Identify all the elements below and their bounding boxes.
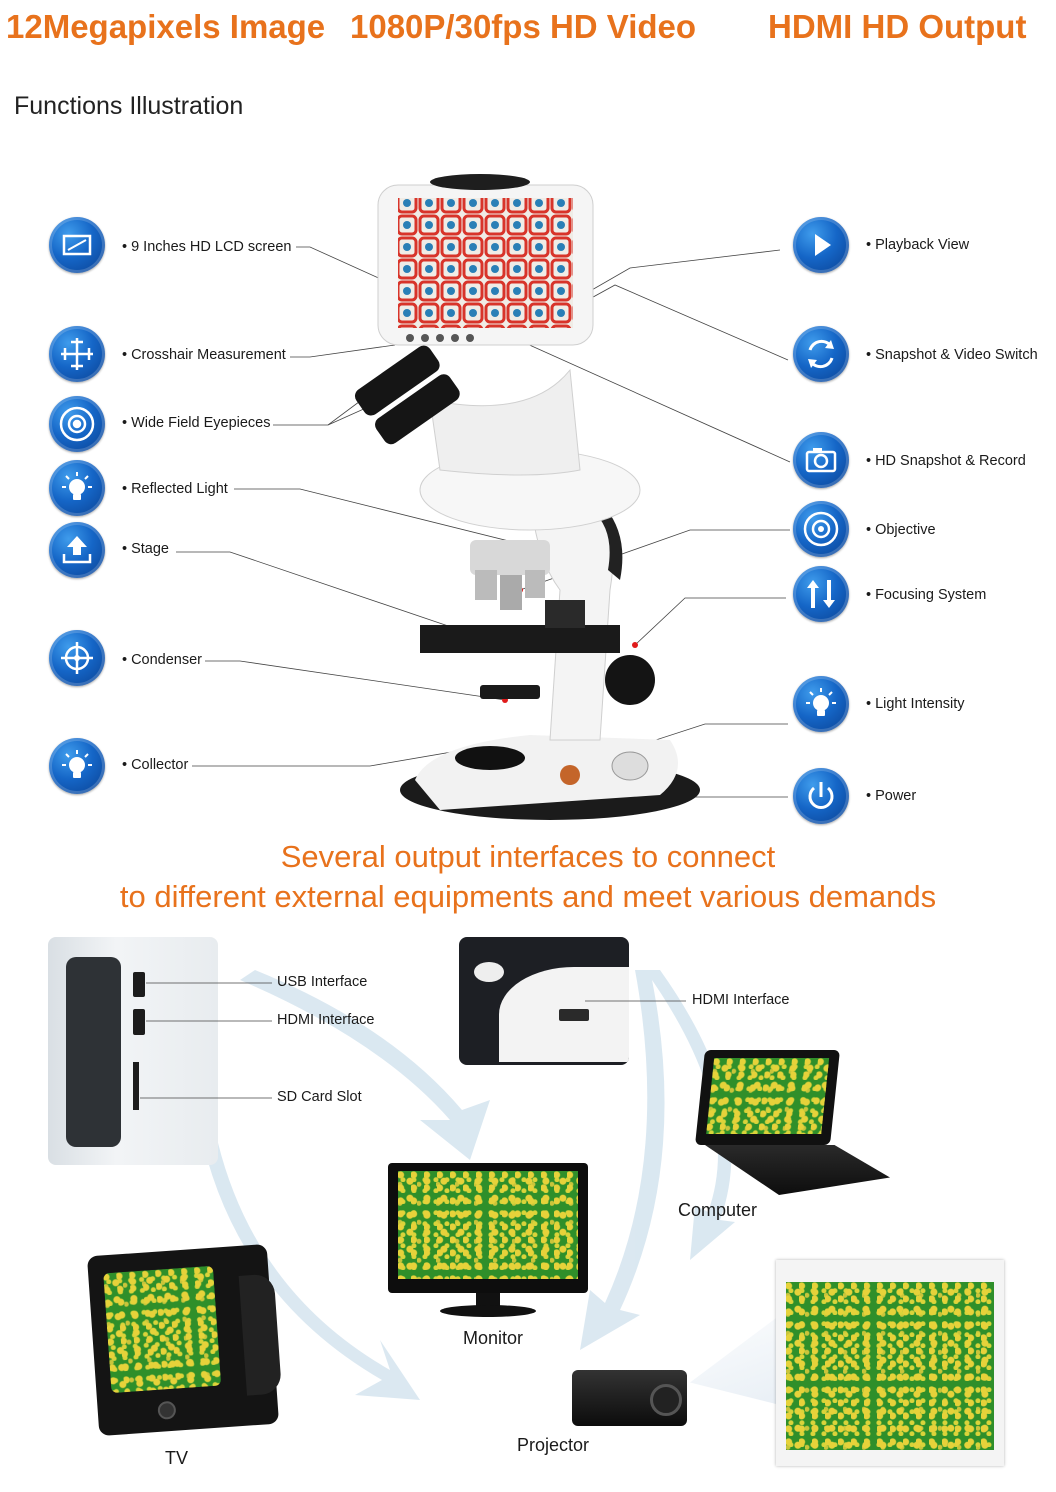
feature-12mp: 12Megapixels Image (6, 8, 326, 45)
label-projector: Projector (517, 1435, 590, 1455)
label-power: Power (866, 787, 916, 805)
projector-body (572, 1370, 687, 1426)
monitor-stand (440, 1305, 536, 1317)
label-playback: Playback View (866, 236, 969, 254)
tablet-screen (66, 957, 121, 1147)
play-icon (793, 217, 849, 273)
laptop-screen (695, 1050, 840, 1145)
label-eyepieces: Wide Field Eyepieces (122, 414, 270, 432)
power-icon (793, 768, 849, 824)
slogan-line-1: Several output interfaces to connect (280, 839, 776, 874)
label-reflected-light: Reflected Light (122, 480, 228, 498)
monitor-frame (388, 1163, 588, 1293)
label-light-intensity: Light Intensity (866, 695, 964, 713)
eyepiece-icon (49, 396, 105, 452)
switch-icon (793, 326, 849, 382)
tv-body (86, 1243, 282, 1437)
projection-image (786, 1282, 994, 1450)
usb-port (133, 972, 145, 997)
objective-icon (793, 501, 849, 557)
sd-card-slot (133, 1062, 139, 1110)
focus-arrows-icon (793, 566, 849, 622)
feature-hdmi: HDMI HD Output (768, 8, 1027, 45)
slogan-line-2: to different external equipments and mee… (119, 879, 937, 914)
label-hdmi-interface-left: HDMI Interface (277, 1012, 375, 1028)
label-tv: TV (165, 1448, 189, 1468)
camera-icon (793, 432, 849, 488)
device-side-photo (48, 937, 218, 1165)
label-hdmi-interface-right: HDMI Interface (692, 992, 790, 1008)
label-computer: Computer (678, 1200, 758, 1220)
hdmi-port-base (559, 1009, 589, 1021)
stage-icon (49, 522, 105, 578)
screen-icon (49, 217, 105, 273)
feature-1080p: 1080P/30fps HD Video (350, 8, 697, 45)
projector-lens (650, 1384, 682, 1416)
hdmi-port (133, 1009, 145, 1035)
label-focusing: Focusing System (866, 586, 986, 604)
crosshair-icon (49, 326, 105, 382)
label-collector: Collector (122, 756, 188, 774)
microscope-illustration (354, 174, 700, 820)
label-usb-interface: USB Interface (277, 974, 368, 990)
bulb-icon (793, 676, 849, 732)
label-sd-card-slot: SD Card Slot (277, 1089, 362, 1105)
tv-knob (157, 1400, 177, 1420)
monitor-neck (476, 1293, 500, 1307)
target-icon (49, 630, 105, 686)
bulb-icon (49, 738, 105, 794)
laptop-display (706, 1058, 830, 1134)
label-snapshot-switch: Snapshot & Video Switch (866, 346, 1038, 364)
label-hd-snapshot: HD Snapshot & Record (866, 452, 1026, 470)
bulb-icon (49, 460, 105, 516)
label-crosshair: Crosshair Measurement (122, 346, 286, 364)
section-title: Functions Illustration (14, 92, 244, 120)
label-objective: Objective (866, 521, 935, 539)
projection-screen (776, 1260, 1004, 1466)
label-monitor: Monitor (463, 1328, 524, 1348)
label-stage: Stage (122, 540, 169, 558)
tv-screen (103, 1265, 222, 1394)
monitor-display (398, 1171, 578, 1279)
knob (474, 962, 504, 982)
label-lcd-screen: 9 Inches HD LCD screen (122, 238, 291, 256)
label-condenser: Condenser (122, 651, 202, 669)
